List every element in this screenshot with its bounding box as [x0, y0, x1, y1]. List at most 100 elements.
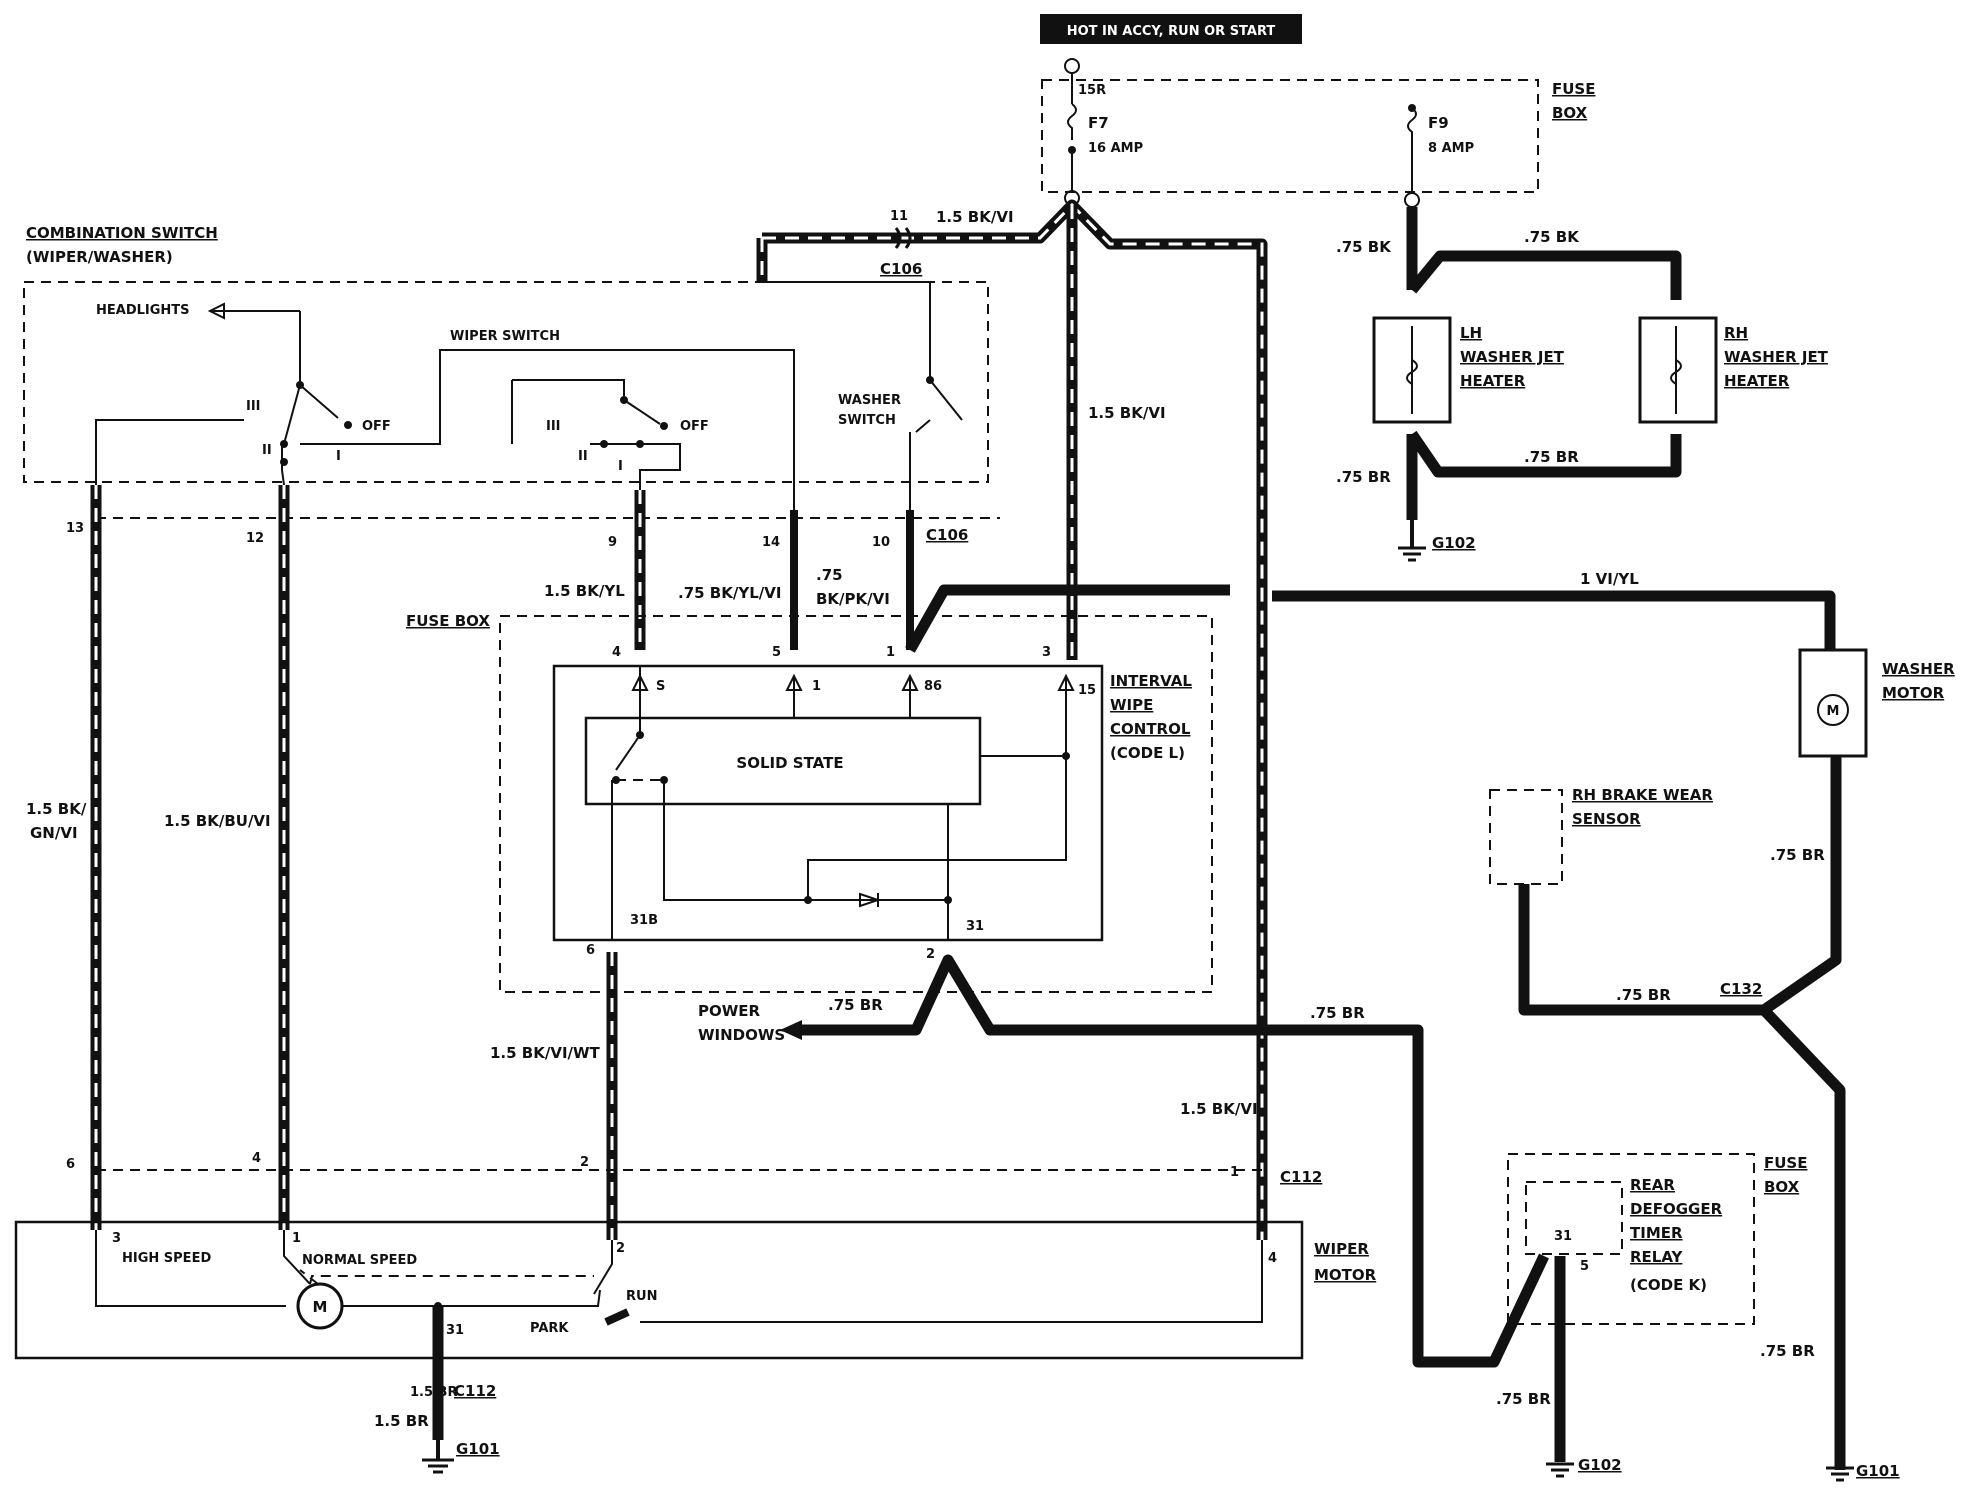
svg-text:BK/PK/VI: BK/PK/VI — [816, 590, 890, 608]
rear-defogger-timer-relay: FUSE BOX REAR DEFOGGER TIMER RELAY (CODE… — [1496, 1153, 1807, 1478]
svg-text:2: 2 — [926, 947, 935, 962]
svg-text:4: 4 — [252, 1151, 261, 1166]
ground-icon — [1826, 1466, 1854, 1482]
svg-text:HOT IN ACCY, RUN OR START: HOT IN ACCY, RUN OR START — [1067, 24, 1276, 39]
svg-text:M: M — [1827, 704, 1840, 719]
svg-text:OFF: OFF — [362, 419, 391, 434]
svg-text:1.5 BK/VI/WT: 1.5 BK/VI/WT — [490, 1044, 601, 1062]
svg-text:G101: G101 — [456, 1440, 500, 1458]
svg-text:C112: C112 — [1280, 1168, 1322, 1186]
svg-text:1: 1 — [1230, 1165, 1239, 1180]
connector-11-icon — [894, 227, 912, 249]
svg-text:.75 BR: .75 BR — [1770, 846, 1825, 864]
svg-text:1.5 BK/VI: 1.5 BK/VI — [936, 208, 1014, 226]
svg-text:BOX: BOX — [1764, 1178, 1800, 1196]
svg-text:31B: 31B — [630, 913, 658, 928]
svg-text:DEFOGGER: DEFOGGER — [1630, 1200, 1723, 1218]
svg-text:(WIPER/WASHER): (WIPER/WASHER) — [26, 248, 173, 266]
svg-text:2: 2 — [580, 1155, 589, 1170]
svg-text:15: 15 — [1078, 683, 1096, 698]
svg-text:C112: C112 — [454, 1382, 496, 1400]
park-run-contact-icon — [604, 1308, 630, 1326]
svg-text:WIPE: WIPE — [1110, 696, 1153, 714]
ground-icon — [422, 1458, 454, 1474]
svg-text:III: III — [246, 399, 261, 414]
svg-text:I: I — [336, 449, 341, 464]
svg-text:SWITCH: SWITCH — [838, 413, 896, 428]
washer-motor: M WASHER MOTOR .75 BR .75 BR G101 — [1758, 648, 1955, 1482]
svg-text:1 VI/YL: 1 VI/YL — [1580, 570, 1639, 588]
svg-text:RH: RH — [1724, 324, 1748, 342]
svg-text:4: 4 — [612, 645, 621, 660]
fuse-f7-icon — [1067, 103, 1077, 140]
svg-text:TIMER: TIMER — [1630, 1224, 1683, 1242]
power-windows-arrow-icon — [780, 1020, 802, 1040]
svg-text:12: 12 — [246, 531, 264, 546]
svg-text:13: 13 — [66, 521, 84, 536]
svg-text:OFF: OFF — [680, 419, 709, 434]
svg-text:BOX: BOX — [1552, 104, 1588, 122]
svg-text:FUSE: FUSE — [1552, 80, 1595, 98]
svg-text:2: 2 — [616, 1241, 625, 1256]
svg-text:6: 6 — [66, 1157, 75, 1172]
svg-text:14: 14 — [762, 535, 780, 550]
fuse-box-top: FUSE BOX 15R F7 16 AMP F9 8 AMP — [1041, 79, 1595, 208]
svg-text:1.5 BK/BU/VI: 1.5 BK/BU/VI — [164, 812, 271, 830]
svg-text:1: 1 — [886, 645, 895, 660]
svg-text:.75: .75 — [816, 566, 843, 584]
svg-text:1.5 BK/: 1.5 BK/ — [26, 800, 87, 818]
power-source: HOT IN ACCY, RUN OR START — [1040, 14, 1302, 80]
svg-text:RH BRAKE WEAR: RH BRAKE WEAR — [1572, 786, 1713, 804]
svg-text:SENSOR: SENSOR — [1572, 810, 1641, 828]
svg-text:G101: G101 — [1856, 1462, 1900, 1480]
washer-jet-heaters: .75 BK .75 BK .75 BR .75 BR LH WASHER JE… — [1336, 207, 1829, 562]
svg-text:10: 10 — [872, 535, 890, 550]
svg-text:MOTOR: MOTOR — [1882, 684, 1945, 702]
svg-text:5: 5 — [1580, 1259, 1589, 1274]
svg-text:REAR: REAR — [1630, 1176, 1675, 1194]
svg-text:8 AMP: 8 AMP — [1428, 141, 1474, 156]
svg-text:31: 31 — [966, 919, 984, 934]
svg-text:1.5 BK/VI: 1.5 BK/VI — [1088, 404, 1166, 422]
interval-wipe-control: FUSE BOX SOLID STATE INTERVAL WIPE CONTR… — [406, 612, 1213, 993]
ground-icon — [1546, 1462, 1574, 1478]
svg-text:1.5 BR: 1.5 BR — [374, 1412, 429, 1430]
svg-text:.75 BK: .75 BK — [1336, 238, 1392, 256]
svg-text:RELAY: RELAY — [1630, 1248, 1684, 1266]
rh-brake-wear-sensor: RH BRAKE WEAR SENSOR .75 BR C132 — [1489, 786, 1764, 1016]
svg-text:I: I — [618, 459, 623, 474]
svg-text:FUSE BOX: FUSE BOX — [406, 612, 490, 630]
washer-motor-icon — [1817, 694, 1849, 726]
headlights-arrow-icon — [207, 302, 300, 320]
svg-text:WASHER: WASHER — [838, 393, 901, 408]
svg-text:HEADLIGHTS: HEADLIGHTS — [96, 303, 190, 318]
svg-text:31: 31 — [446, 1323, 464, 1338]
svg-text:WASHER JET: WASHER JET — [1724, 348, 1829, 366]
svg-text:1.5 BK/YL: 1.5 BK/YL — [544, 582, 625, 600]
svg-text:PARK: PARK — [530, 1321, 569, 1336]
svg-text:COMBINATION SWITCH: COMBINATION SWITCH — [26, 224, 218, 242]
svg-text:WINDOWS: WINDOWS — [698, 1026, 785, 1044]
svg-text:.75 BR: .75 BR — [1336, 468, 1391, 486]
svg-text:POWER: POWER — [698, 1002, 761, 1020]
svg-text:NORMAL SPEED: NORMAL SPEED — [302, 1253, 417, 1268]
svg-text:3: 3 — [112, 1231, 121, 1246]
svg-text:.75 BR: .75 BR — [1310, 1004, 1365, 1022]
svg-text:HIGH SPEED: HIGH SPEED — [122, 1251, 211, 1266]
svg-text:.75 BR: .75 BR — [1496, 1390, 1551, 1408]
svg-text:WASHER: WASHER — [1882, 660, 1955, 678]
svg-text:INTERVAL: INTERVAL — [1110, 672, 1192, 690]
svg-text:1.5 BR: 1.5 BR — [410, 1385, 457, 1400]
svg-text:11: 11 — [890, 209, 908, 224]
svg-text:5: 5 — [772, 645, 781, 660]
wire-bk-vi-bundle: 1.5 BK/VI 11 C106 1.5 BK/VI 1.5 BK/VI — [756, 199, 1268, 1240]
fuse-f9-icon — [1407, 107, 1417, 144]
svg-text:.75 BR: .75 BR — [1760, 1342, 1815, 1360]
svg-text:F7: F7 — [1088, 114, 1109, 132]
svg-text:M: M — [313, 1298, 328, 1316]
svg-text:II: II — [262, 443, 272, 458]
svg-text:.75 BK: .75 BK — [1524, 228, 1580, 246]
svg-text:(CODE L): (CODE L) — [1110, 744, 1185, 762]
lh-heater-icon — [1406, 326, 1418, 414]
ground-g101-left: 1.5 BR 3 C112 1.5 BR G101 — [374, 1382, 500, 1474]
